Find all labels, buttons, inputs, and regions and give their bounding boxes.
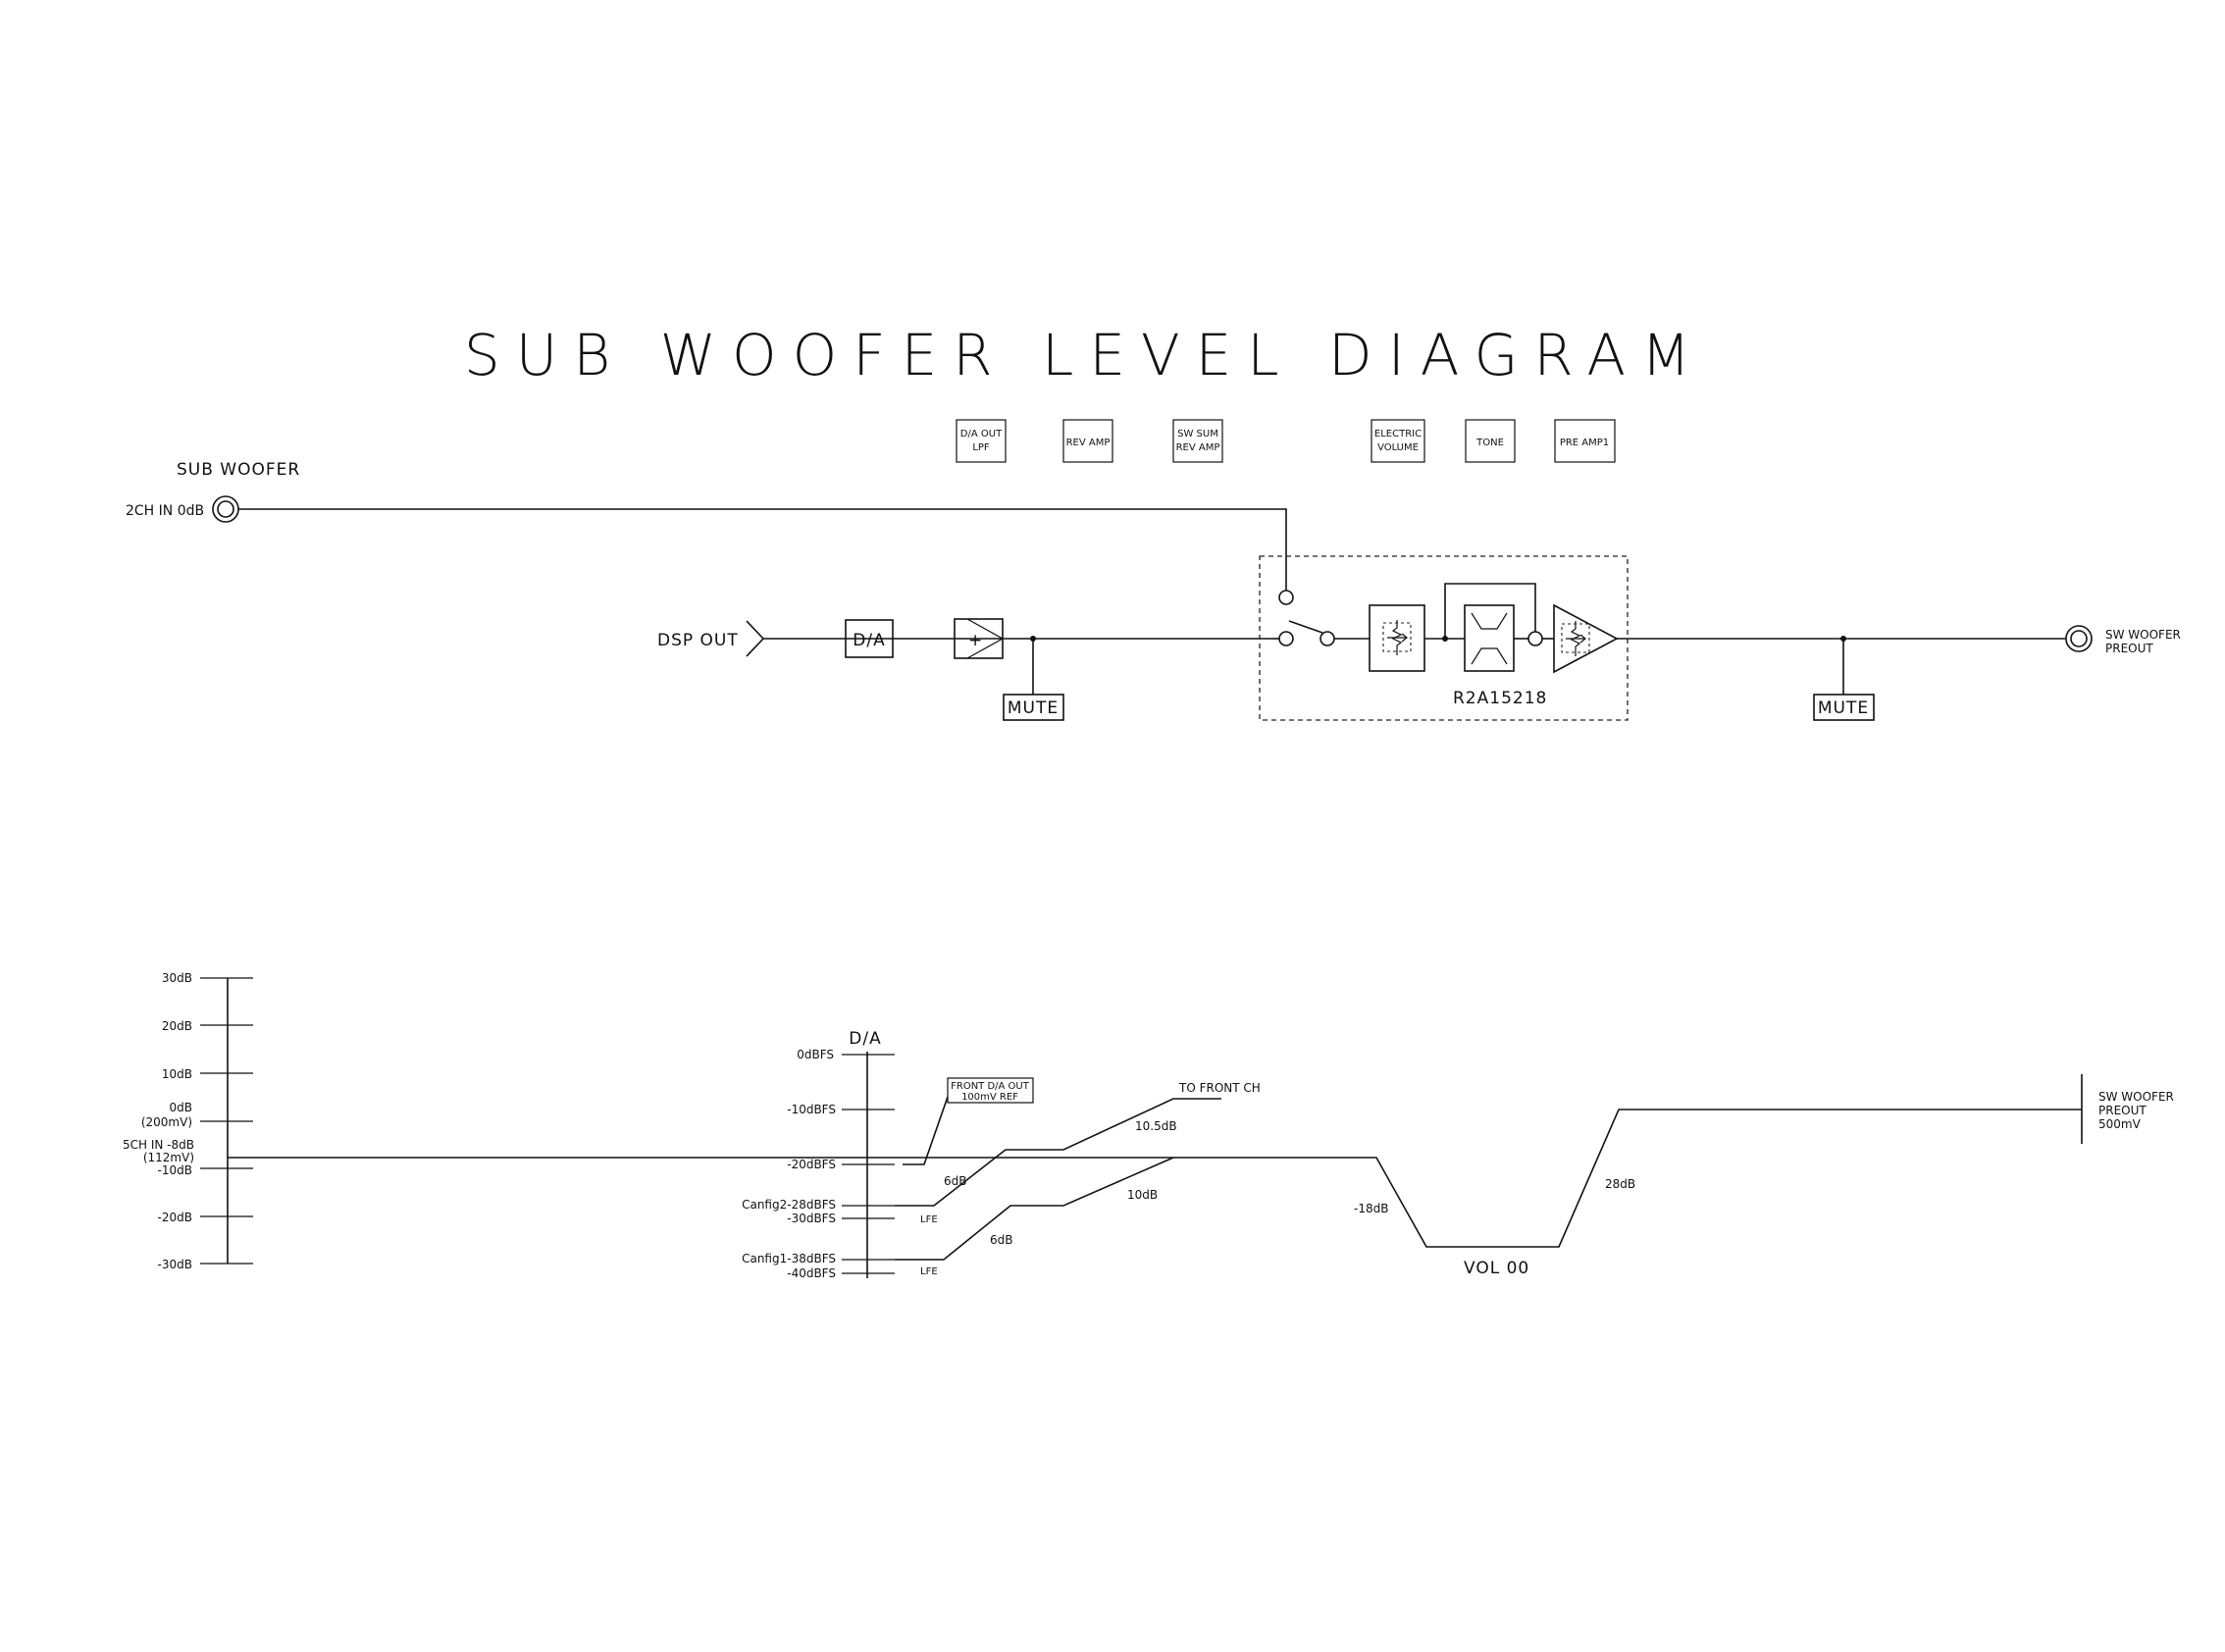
front-da-out-level-line (903, 1096, 949, 1165)
ic-package-outline (1259, 555, 1629, 721)
to-front-ch-label: TO FRONT CH (1178, 1081, 1261, 1095)
pre-amp-triangle-block (1553, 603, 1619, 674)
db-scale-label: 5CH IN -8dB (123, 1138, 194, 1152)
gain-6db-label: 6dB (944, 1174, 966, 1188)
gain-10-5db-label: 10.5dB (1135, 1119, 1177, 1133)
tone-switch-node-icon (1527, 631, 1543, 646)
db-scale-label: (112mV) (143, 1151, 194, 1164)
diagram-title: SUB WOOFER LEVEL DIAGRAM (464, 322, 1706, 388)
db-scale-label: 20dB (162, 1019, 192, 1033)
da-converter-block: D/A (845, 619, 894, 658)
input-selector-switch (1272, 590, 1370, 646)
lfe-label: LFE (920, 1266, 938, 1277)
dbfs-scale-axis: D/A 0dBFS -10dBFS -20dBFS Canfig2-28dBFS… (742, 1029, 895, 1280)
header-box-electric-volume: ELECTRIC VOLUME (1371, 419, 1425, 463)
sw-woofer-preout-label-2: PREOUT (2105, 642, 2153, 655)
db-scale-label: 30dB (162, 971, 192, 985)
tone-bypass-line (1444, 583, 1536, 639)
db-scale-axis: 30dB 20dB 10dB 0dB (200mV) 5CH IN -8dB (… (123, 971, 253, 1271)
dbfs-scale-label: -20dBFS (787, 1158, 836, 1171)
gain-6db-label: 6dB (990, 1233, 1012, 1247)
header-box-pre-amp1: PRE AMP1 (1554, 419, 1616, 463)
header-box-label: LPF (972, 442, 990, 453)
buffer-amp-block: + (954, 618, 1005, 659)
config1-lfe-level-line (895, 1157, 1174, 1261)
front-da-out-label-2: 100mV REF (961, 1092, 1018, 1103)
header-box-label: VOLUME (1377, 442, 1419, 453)
2ch-input-jack-icon (212, 495, 239, 523)
mute-label: MUTE (1818, 698, 1869, 718)
tone-block (1464, 604, 1515, 672)
volume-setting-label: VOL 00 (1464, 1259, 1529, 1278)
2ch-in-label: 2CH IN 0dB (126, 503, 204, 519)
config2-lfe-level-line (895, 1098, 1221, 1207)
sw-woofer-preout-jack-icon (2065, 625, 2093, 652)
2ch-signal-line (238, 508, 1287, 591)
volume-attenuation-label: -18dB (1354, 1202, 1388, 1215)
dbfs-scale-label: Canfig1-38dBFS (742, 1252, 836, 1265)
db-scale-label: 0dB (170, 1101, 192, 1114)
header-box-label: REV AMP (1066, 438, 1111, 448)
mute-block-2: MUTE (1813, 694, 1875, 721)
sub-woofer-input-label: SUB WOOFER (177, 460, 300, 480)
ic-part-label: R2A15218 (1453, 689, 1547, 708)
da-block-label: D/A (853, 631, 885, 650)
dbfs-scale-label: -40dBFS (787, 1266, 836, 1280)
dbfs-scale-label: Canfig2-28dBFS (742, 1198, 836, 1212)
header-box-tone: TONE (1465, 419, 1516, 463)
header-box-da-out-lpf: D/A OUT LPF (956, 419, 1007, 463)
dsp-out-label: DSP OUT (657, 631, 739, 650)
header-box-label: REV AMP (1176, 442, 1220, 453)
mute-block-1: MUTE (1003, 694, 1064, 721)
level-diagram: 30dB 20dB 10dB 0dB (200mV) 5CH IN -8dB (… (123, 971, 2174, 1280)
db-scale-label: (200mV) (141, 1115, 192, 1129)
header-box-sw-sum-rev-amp: SW SUM REV AMP (1172, 419, 1223, 463)
output-level-label-2: PREOUT (2098, 1104, 2147, 1117)
5ch-in-level-line (228, 1109, 2082, 1248)
mute-label: MUTE (1008, 698, 1059, 718)
header-box-label: ELECTRIC (1374, 429, 1422, 439)
dbfs-axis-title: D/A (849, 1029, 881, 1049)
electric-volume-block (1369, 604, 1425, 672)
output-level-label-3: 500mV (2098, 1117, 2142, 1131)
output-level-label-1: SW WOOFER (2098, 1090, 2174, 1104)
front-da-out-label-1: FRONT D/A OUT (951, 1081, 1030, 1092)
gain-28db-label: 28dB (1605, 1177, 1635, 1191)
db-scale-label: 10dB (162, 1067, 192, 1081)
dsp-out-connector-icon (746, 620, 765, 657)
header-box-rev-amp: REV AMP (1062, 419, 1113, 463)
db-scale-label: -30dB (158, 1258, 192, 1271)
header-box-label: TONE (1475, 438, 1504, 448)
dbfs-scale-label: 0dBFS (797, 1048, 834, 1061)
amp-symbol: + (968, 631, 983, 650)
gain-10db-label: 10dB (1127, 1188, 1158, 1202)
lfe-label: LFE (920, 1214, 938, 1225)
front-da-out-box: FRONT D/A OUT 100mV REF (947, 1077, 1034, 1104)
signal-block-diagram: SUB WOOFER 2CH IN 0dB DSP OUT D/A + MUTE (126, 460, 2181, 721)
header-box-label: D/A OUT (960, 429, 1003, 439)
header-box-label: SW SUM (1177, 429, 1218, 439)
db-scale-label: -10dB (158, 1163, 192, 1177)
header-box-label: PRE AMP1 (1560, 438, 1609, 448)
dbfs-scale-label: -10dBFS (787, 1103, 836, 1116)
sw-woofer-preout-label-1: SW WOOFER (2105, 628, 2181, 642)
db-scale-label: -20dB (158, 1211, 192, 1224)
header-stage-boxes: D/A OUT LPF REV AMP SW SUM REV AMP ELECT… (956, 419, 1616, 463)
dbfs-scale-label: -30dBFS (787, 1212, 836, 1225)
